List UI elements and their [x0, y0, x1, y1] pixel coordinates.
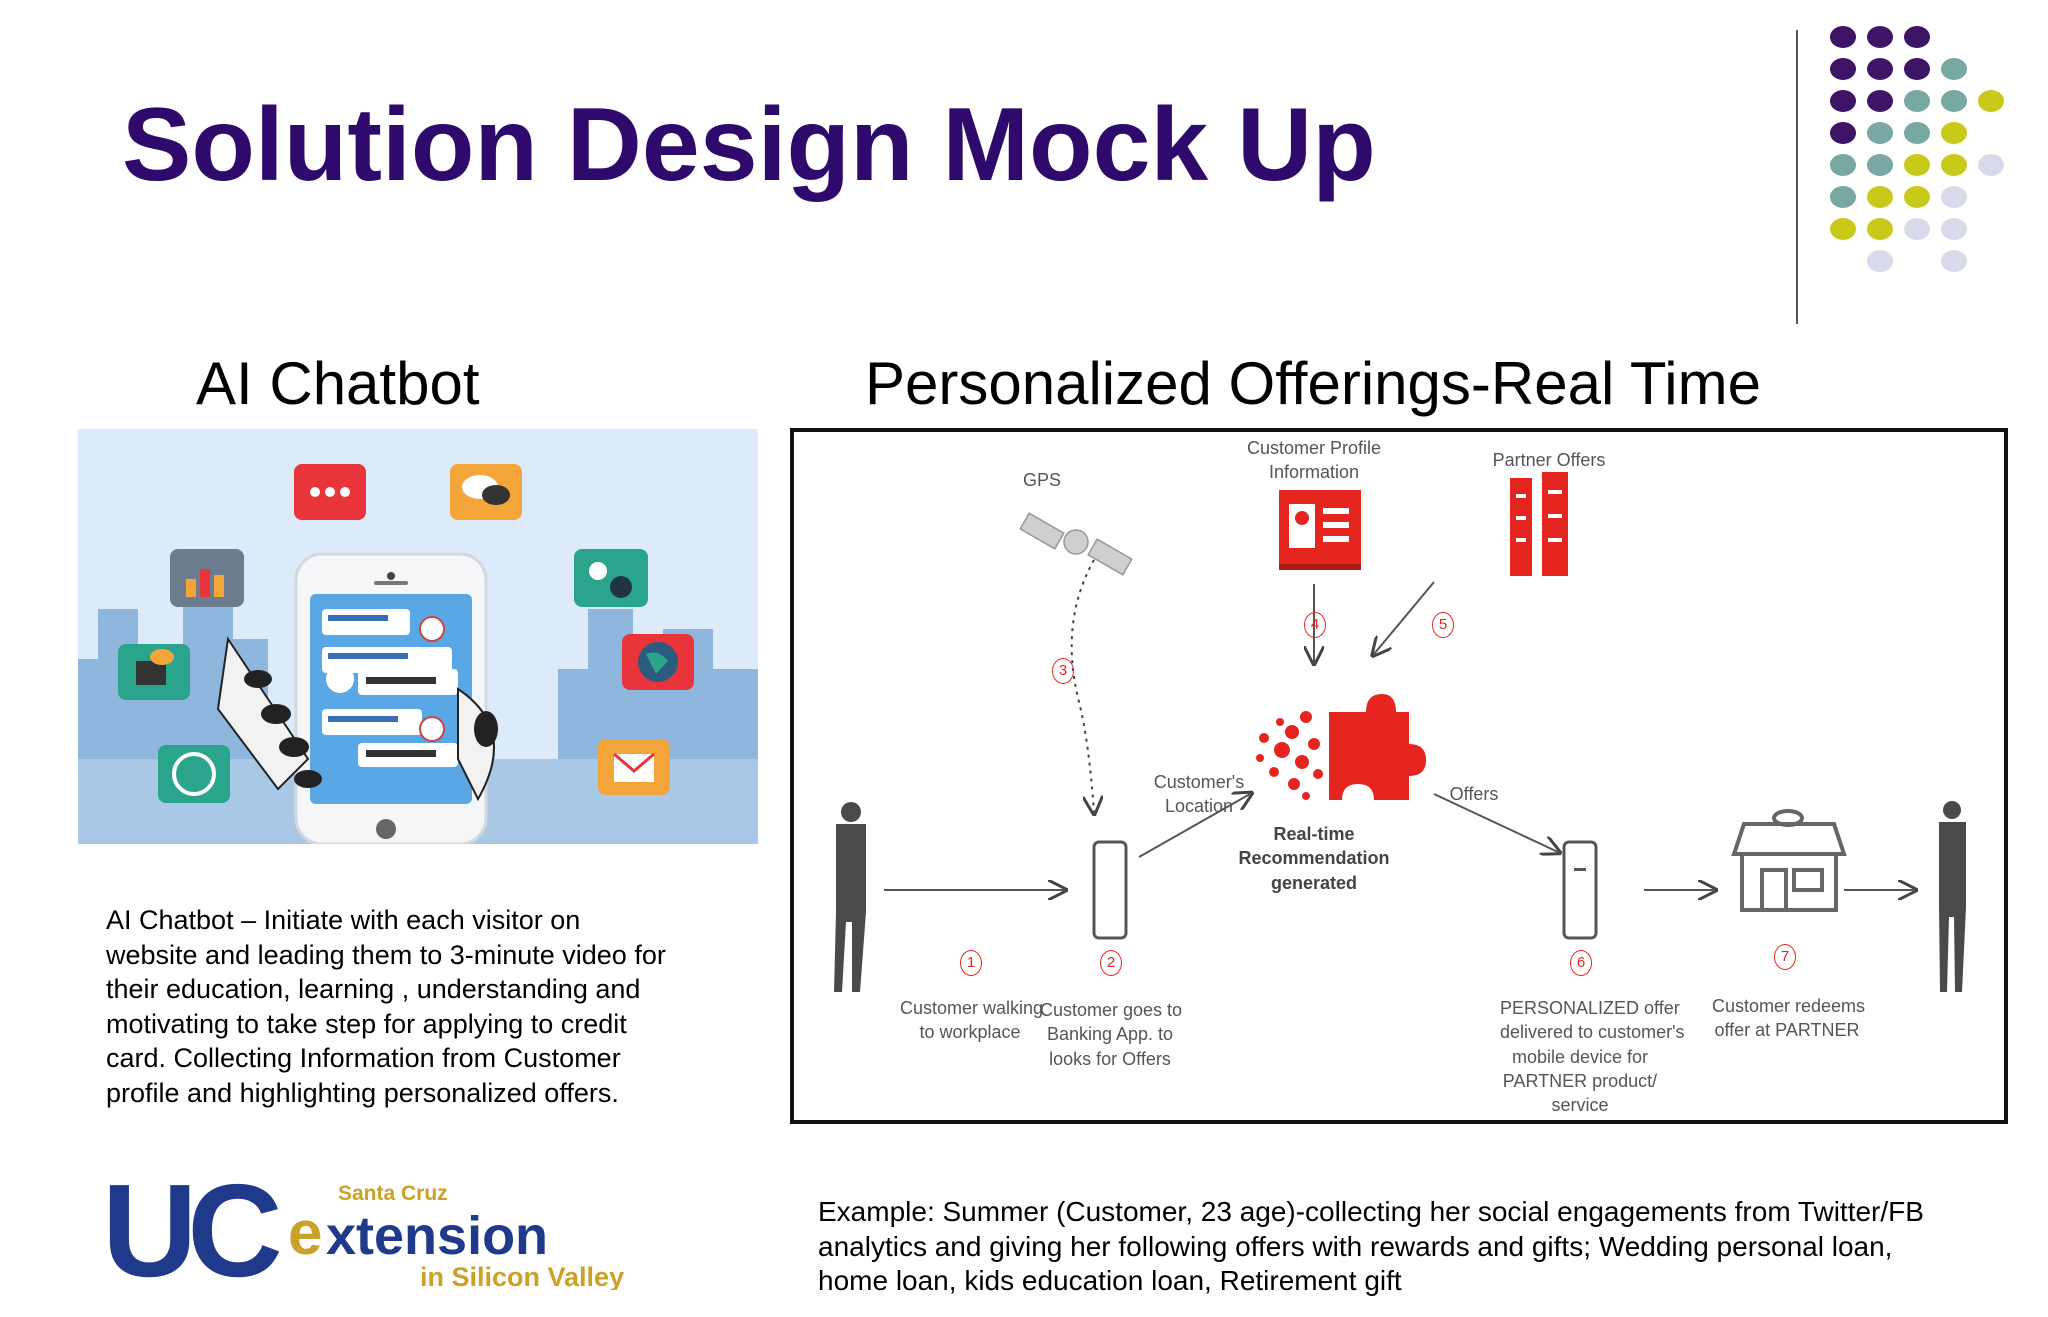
offers-flow-diagram: GPS Customer Profile Information Partner… — [790, 428, 2008, 1124]
decorative-dot — [1978, 154, 2004, 176]
step-number: 5 — [1432, 612, 1454, 638]
decorative-dot — [1904, 186, 1930, 208]
decorative-dot — [1867, 58, 1893, 80]
decorative-dot — [1941, 250, 1967, 272]
decorative-dot — [1830, 58, 1856, 80]
example-text: Example: Summer (Customer, 23 age)-colle… — [818, 1196, 1924, 1296]
decorative-dot — [1904, 90, 1930, 112]
step-1-text: Customer walking to workplace — [900, 998, 1044, 1043]
decorative-dot — [1830, 218, 1856, 240]
decorative-dot — [1941, 58, 1967, 80]
decorative-dot — [1904, 122, 1930, 144]
engine-label: Real-time Recommendation generated — [1238, 824, 1390, 893]
decorative-dot — [1904, 26, 1930, 48]
chatbot-illustration — [78, 429, 758, 844]
decorative-dot — [1904, 58, 1930, 80]
decorative-dot — [1830, 186, 1856, 208]
page-title: Solution Design Mock Up — [122, 87, 1376, 203]
decorative-dot — [1867, 154, 1893, 176]
decorative-dot — [1867, 218, 1893, 240]
step-number: 6 — [1570, 950, 1592, 976]
step-number: 1 — [960, 950, 982, 976]
decorative-dot — [1867, 186, 1893, 208]
svg-text:UC: UC — [102, 1172, 279, 1290]
step-number: 7 — [1774, 944, 1796, 970]
uc-extension-logo: UC Santa Cruz e xtension in Silicon Vall… — [102, 1157, 642, 1304]
gps-label: GPS — [1022, 470, 1061, 490]
decorative-dot — [1867, 122, 1893, 144]
step-7-text: Customer redeems offer at PARTNER — [1712, 996, 1866, 1041]
decorative-dot — [1830, 122, 1856, 144]
title-divider — [1796, 30, 1798, 324]
puzzle-icon — [1256, 694, 1426, 800]
person-icon — [1939, 801, 1966, 992]
building-icon — [1510, 472, 1568, 576]
decorative-dot — [1941, 90, 1967, 112]
step-number: 2 — [1100, 950, 1122, 976]
logo-e-letter: e — [288, 1199, 322, 1268]
chatbot-description: AI Chatbot – Initiate with each visitor … — [106, 905, 666, 1108]
logo-main-text: xtension — [326, 1206, 548, 1266]
decorative-dot — [1941, 186, 1967, 208]
decorative-dot — [1978, 90, 2004, 112]
smartphone-icon — [1092, 840, 1128, 940]
partner-label: Partner Offers — [1492, 450, 1606, 470]
profile-card-icon — [1279, 490, 1361, 570]
decorative-dot — [1941, 218, 1967, 240]
step-6-text: PERSONALIZED offer delivered to customer… — [1500, 998, 1685, 1116]
logo-small-text: Santa Cruz — [338, 1182, 448, 1205]
decorative-dot — [1941, 154, 1967, 176]
step-2-text: Customer goes to Banking App. to looks f… — [1040, 1000, 1183, 1069]
decorative-dot — [1867, 250, 1893, 272]
decorative-dot — [1941, 122, 1967, 144]
profile-label: Customer Profile Information — [1246, 438, 1382, 483]
decorative-dot — [1904, 154, 1930, 176]
store-icon — [1731, 809, 1847, 912]
offers-label: Offers — [1449, 784, 1499, 804]
logo-sub-text: in Silicon Valley — [420, 1262, 624, 1290]
decorative-dot-grid — [1830, 26, 2030, 286]
person-icon — [834, 802, 866, 992]
decorative-dot — [1867, 26, 1893, 48]
step-number: 3 — [1052, 658, 1074, 684]
satellite-icon — [1019, 512, 1133, 576]
location-label: Customer's Location — [1153, 772, 1245, 817]
decorative-dot — [1867, 90, 1893, 112]
decorative-dot — [1830, 90, 1856, 112]
decorative-dot — [1830, 26, 1856, 48]
decorative-dot — [1830, 154, 1856, 176]
chatbot-heading: AI Chatbot — [196, 350, 480, 417]
step-number: 4 — [1304, 612, 1326, 638]
decorative-dot — [1904, 218, 1930, 240]
offers-heading: Personalized Offerings-Real Time — [865, 350, 1761, 417]
